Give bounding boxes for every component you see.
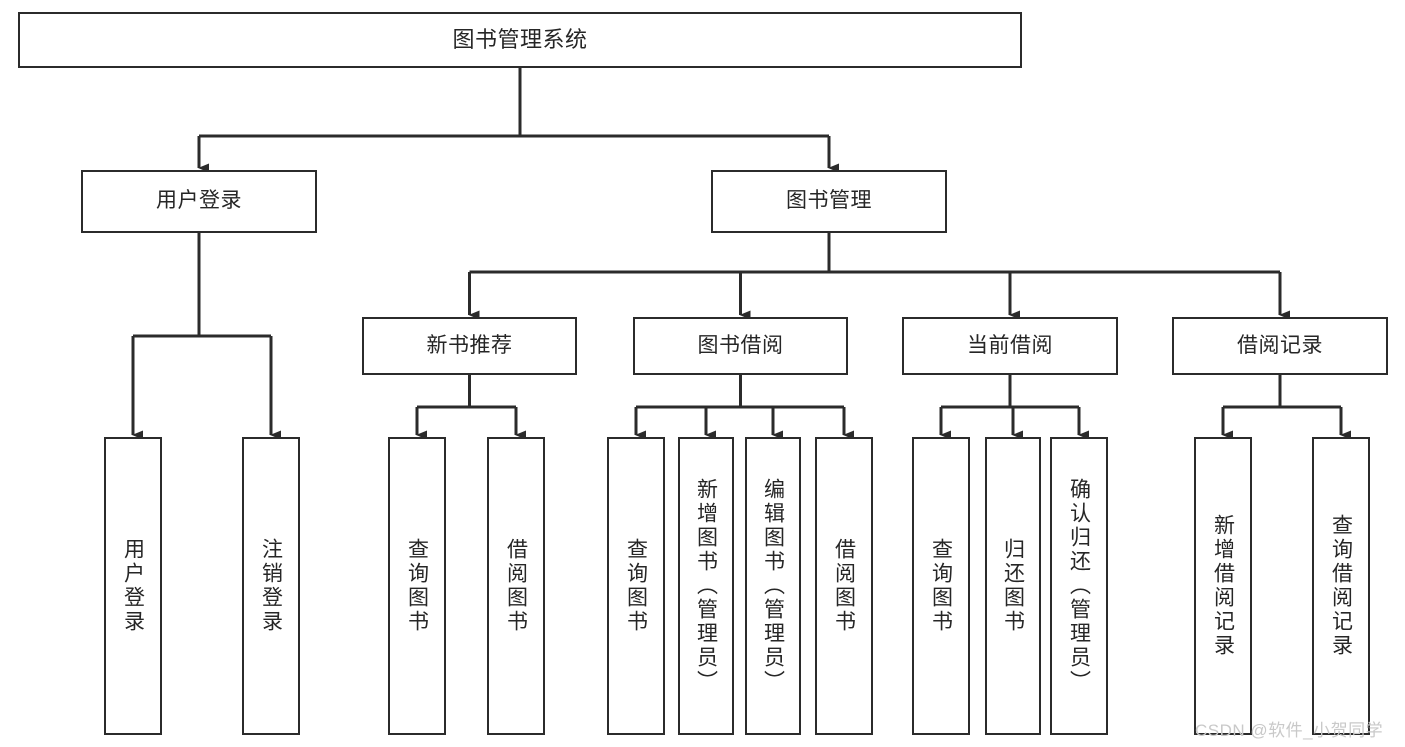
node-leaf-edit-book[interactable]: 编辑图书（管理员） — [745, 437, 801, 735]
node-leaf-query-book-3[interactable]: 查询图书 — [912, 437, 970, 735]
node-leaf-borrow-book-2[interactable]: 借阅图书 — [815, 437, 873, 735]
node-leaf-borrow-book-1[interactable]: 借阅图书 — [487, 437, 545, 735]
node-user-login[interactable]: 用户登录 — [81, 170, 317, 233]
node-book-borrow-label: 图书借阅 — [697, 333, 784, 357]
node-leaf-user-logout[interactable]: 注销登录 — [242, 437, 300, 735]
node-leaf-confirm-return-label: 确认归还（管理员） — [1067, 478, 1091, 694]
node-root-label: 图书管理系统 — [452, 27, 588, 53]
node-leaf-add-record-label: 新增借阅记录 — [1211, 514, 1235, 658]
node-current-borrow[interactable]: 当前借阅 — [902, 317, 1118, 375]
node-leaf-return-book[interactable]: 归还图书 — [985, 437, 1041, 735]
node-leaf-user-logout-label: 注销登录 — [259, 538, 283, 634]
node-leaf-user-login[interactable]: 用户登录 — [104, 437, 162, 735]
node-leaf-add-book-label: 新增图书（管理员） — [694, 478, 718, 694]
node-leaf-return-book-label: 归还图书 — [1001, 538, 1025, 634]
node-leaf-query-record-label: 查询借阅记录 — [1329, 514, 1353, 658]
node-book-manage-label: 图书管理 — [786, 189, 872, 213]
node-leaf-query-book-2[interactable]: 查询图书 — [607, 437, 665, 735]
node-current-borrow-label: 当前借阅 — [967, 333, 1053, 357]
node-leaf-user-login-label: 用户登录 — [121, 538, 145, 634]
node-new-book-recommend-label: 新书推荐 — [426, 333, 513, 357]
node-leaf-query-book-1-label: 查询图书 — [405, 538, 429, 634]
node-leaf-query-book-2-label: 查询图书 — [624, 538, 648, 634]
node-leaf-add-book[interactable]: 新增图书（管理员） — [678, 437, 734, 735]
node-leaf-borrow-book-1-label: 借阅图书 — [504, 538, 528, 634]
node-leaf-query-record[interactable]: 查询借阅记录 — [1312, 437, 1370, 735]
node-borrow-record-label: 借阅记录 — [1237, 333, 1323, 357]
node-leaf-borrow-book-2-label: 借阅图书 — [832, 538, 856, 634]
node-leaf-add-record[interactable]: 新增借阅记录 — [1194, 437, 1252, 735]
node-leaf-edit-book-label: 编辑图书（管理员） — [761, 478, 785, 694]
node-root[interactable]: 图书管理系统 — [18, 12, 1022, 68]
node-leaf-query-book-1[interactable]: 查询图书 — [388, 437, 446, 735]
node-user-login-label: 用户登录 — [156, 189, 242, 213]
node-leaf-confirm-return[interactable]: 确认归还（管理员） — [1050, 437, 1108, 735]
node-new-book-recommend[interactable]: 新书推荐 — [362, 317, 577, 375]
node-book-borrow[interactable]: 图书借阅 — [633, 317, 848, 375]
node-borrow-record[interactable]: 借阅记录 — [1172, 317, 1388, 375]
node-leaf-query-book-3-label: 查询图书 — [929, 538, 953, 634]
node-book-manage[interactable]: 图书管理 — [711, 170, 947, 233]
